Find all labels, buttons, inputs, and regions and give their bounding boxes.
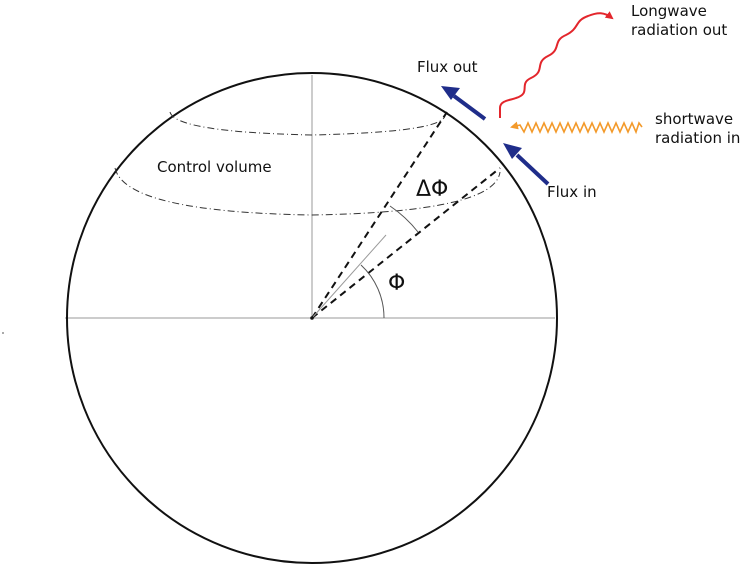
upper-latitude-band	[169, 111, 446, 136]
earth-circle	[66, 72, 558, 564]
shortwave-radiation-wave	[510, 121, 643, 135]
phi-angle-arc	[360, 264, 385, 319]
flux-in-arrow-head	[503, 143, 522, 159]
flux-in-label: Flux in	[547, 183, 597, 201]
flux-in-arrow-shaft	[515, 153, 550, 186]
flux-out-arrow-head	[441, 86, 460, 100]
radius-upper-dashed	[311, 111, 448, 319]
control-volume-label: Control volume	[157, 158, 272, 176]
longwave-radiation-wave	[499, 11, 614, 118]
shortwave-label-line1: shortwave	[655, 110, 733, 128]
radius-mid-thin	[311, 234, 387, 319]
phi-label: Φ	[388, 271, 405, 296]
delta-phi-label: ΔΦ	[416, 177, 448, 202]
delta-phi-angle-arc	[389, 205, 419, 233]
flux-out-label: Flux out	[417, 58, 478, 76]
center-point	[310, 316, 314, 320]
flux-out-arrow-shaft	[452, 94, 487, 121]
lower-latitude-band	[114, 167, 501, 216]
shortwave-label-line2: radiation in	[655, 129, 740, 147]
longwave-label-line2: radiation out	[631, 21, 727, 39]
longwave-label-line1: Longwave	[631, 2, 707, 20]
radius-lower-dashed	[311, 167, 501, 319]
